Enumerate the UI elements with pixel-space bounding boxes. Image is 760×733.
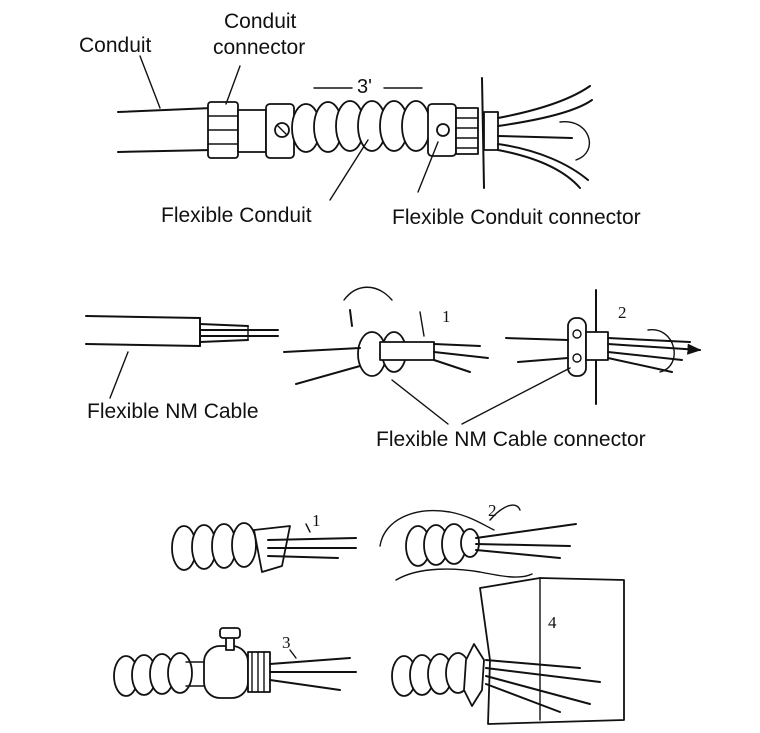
nm-cable-drawing [85, 315, 279, 347]
label-flexible-conduit-connector: Flexible Conduit connector [392, 206, 641, 229]
label-flexible-nm-cable: Flexible NM Cable [87, 400, 259, 423]
step-3-bottom: 3 [282, 633, 291, 652]
label-dimension: 3' [357, 76, 372, 98]
bottom-step1-drawing [171, 522, 357, 573]
nm-connector-step2-drawing [505, 289, 700, 405]
wires-top [497, 85, 593, 189]
flexible-conduit-connector-drawing [427, 77, 499, 189]
top-panel: Conduit Conduit connector 3' Flexible Co… [79, 10, 641, 229]
flexible-conduit-drawing [291, 100, 431, 153]
label-conduit-connector-line2: connector [213, 36, 305, 59]
label-flexible-conduit: Flexible Conduit [161, 204, 312, 227]
bottom-step2-drawing [379, 504, 577, 581]
label-conduit-connector-line1: Conduit [224, 10, 297, 33]
label-flexible-nm-cable-connector: Flexible NM Cable connector [376, 428, 646, 451]
rigid-conduit-drawing [117, 107, 213, 153]
conduit-connector-drawing [207, 101, 295, 159]
middle-panel: Flexible NM Cable 1 2 Flex [85, 286, 700, 451]
step-1-bottom: 1 [312, 511, 321, 530]
step-2-middle: 2 [618, 303, 627, 322]
bottom-step3-drawing [113, 627, 357, 699]
nm-connector-step1-drawing [283, 286, 489, 385]
bottom-panel: 1 2 3 [113, 501, 625, 725]
step-4-bottom: 4 [548, 613, 557, 632]
bottom-step4-drawing [391, 577, 625, 725]
label-conduit: Conduit [79, 34, 152, 57]
step-1-middle: 1 [442, 307, 451, 326]
step-2-bottom: 2 [488, 501, 497, 520]
